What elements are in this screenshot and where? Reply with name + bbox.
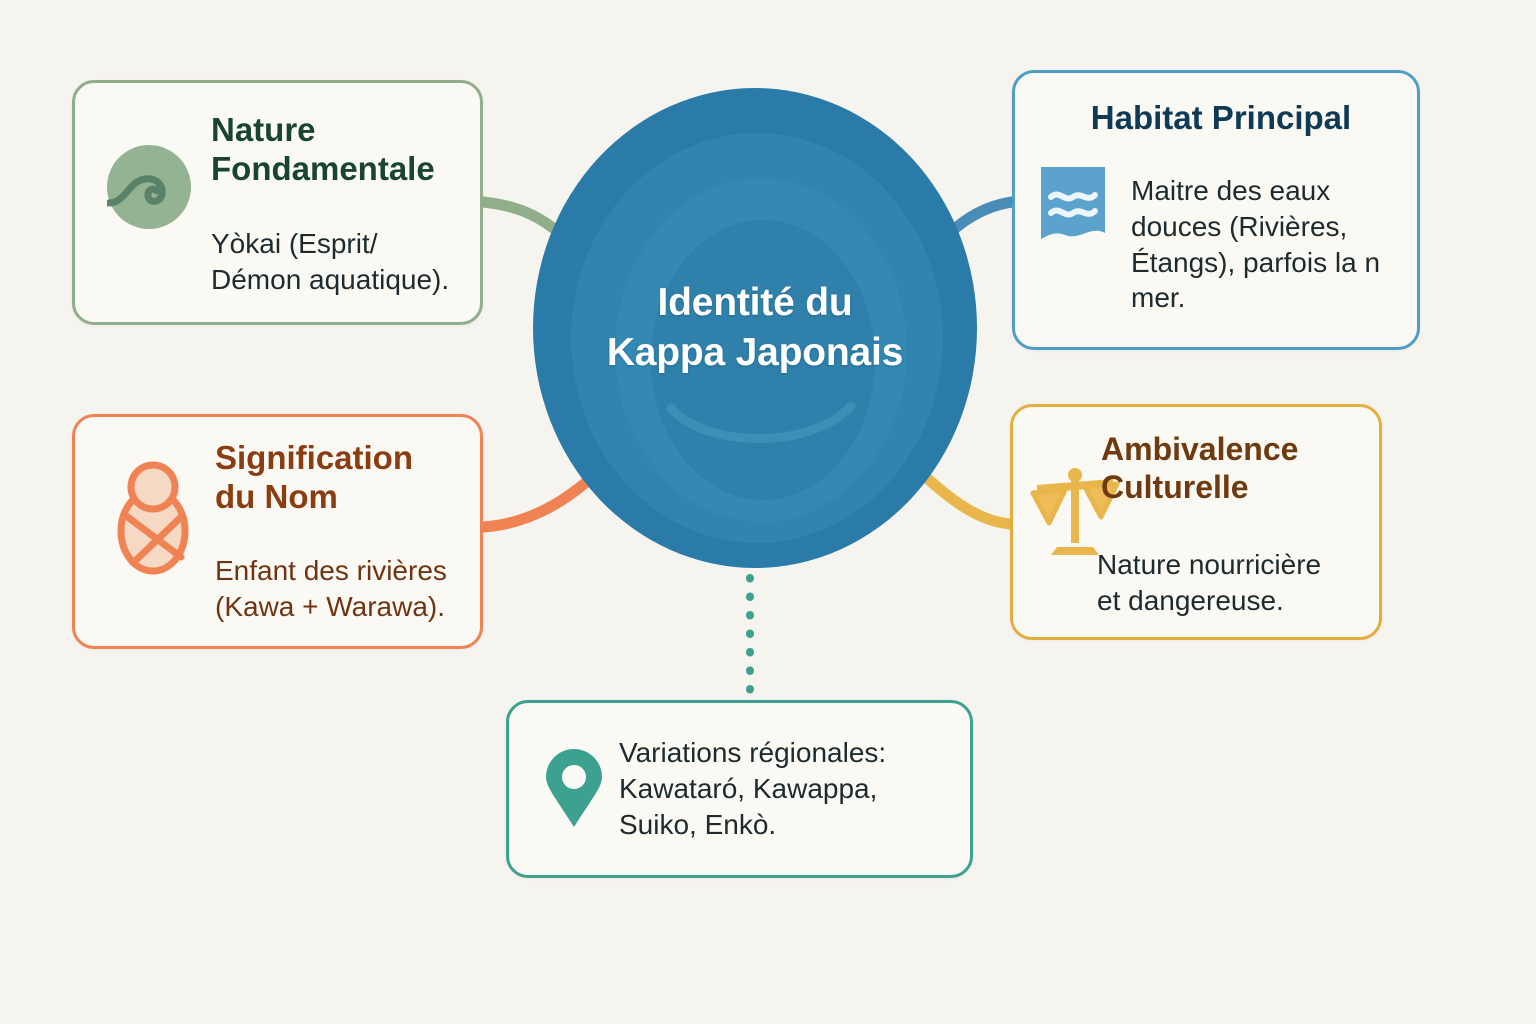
card-nature-title-line-1: Nature	[211, 111, 316, 148]
card-nature-fondamentale[interactable]: Nature Fondamentale Yòkai (Esprit/ Démon…	[72, 80, 483, 325]
card-nom-title-line-2: du Nom	[215, 477, 338, 515]
card-signification-du-nom[interactable]: Signification du Nom Enfant des rivières…	[72, 414, 483, 649]
card-variations-desc-line-1: Variations régionales:	[619, 737, 887, 768]
card-variations-desc-line-3: Suiko, Enkò.	[619, 808, 777, 840]
card-variations-description: Variations régionales: Kawataró, Kawappa…	[619, 735, 955, 842]
card-nature-desc-line-2: Démon aquatique).	[211, 263, 450, 295]
card-variations-desc-line-2: Kawataró, Kawappa,	[619, 772, 878, 804]
card-nom-desc-line-2: (Kawa + Warawa).	[215, 590, 446, 622]
card-ambivalence-title: Ambivalence Culturelle	[1101, 431, 1377, 507]
central-title-line-2: Kappa Japonais	[606, 331, 904, 374]
water-flag-icon	[1033, 161, 1113, 252]
central-node[interactable]: Identité du Kappa Japonais	[533, 88, 977, 568]
card-ambivalence-description: Nature nourricière et dangereuse.	[1097, 547, 1377, 619]
card-habitat-desc-line-3: Étangs), parfois la n	[1131, 246, 1381, 278]
card-habitat-title: Habitat Principal	[1090, 99, 1352, 136]
card-ambivalence-culturelle[interactable]: Ambivalence Culturelle Nature nourricièr…	[1010, 404, 1382, 640]
card-ambivalence-desc-line-1: Nature nourricière	[1097, 549, 1322, 580]
balance-scales-icon	[1029, 459, 1121, 564]
central-title-line-1: Identité du	[657, 281, 853, 325]
swaddled-baby-icon	[115, 459, 191, 580]
card-nature-title-line-2: Fondamentale	[211, 149, 435, 187]
card-habitat-desc-line-1: Maitre des eaux	[1131, 175, 1331, 206]
card-habitat-desc-line-2: douces (Rivières,	[1131, 210, 1348, 242]
wave-circle-icon	[105, 145, 191, 234]
card-habitat-description: Maitre des eaux douces (Rivières, Étangs…	[1131, 173, 1413, 316]
card-ambivalence-desc-line-2: et dangereuse.	[1097, 584, 1284, 616]
map-pin-icon	[545, 749, 603, 834]
card-variations-regionales[interactable]: Variations régionales: Kawataró, Kawappa…	[506, 700, 973, 878]
card-nom-description: Enfant des rivières (Kawa + Warawa).	[215, 553, 483, 625]
card-ambivalence-title-line-2: Culturelle	[1101, 468, 1249, 505]
central-ellipse-shape	[533, 88, 977, 568]
card-nom-title-line-1: Signification	[215, 439, 413, 476]
card-nom-desc-line-1: Enfant des rivières	[215, 555, 447, 586]
card-nature-desc-line-1: Yòkai (Esprit/	[211, 228, 378, 259]
card-habitat-desc-line-4: mer.	[1131, 282, 1186, 314]
card-nom-title: Signification du Nom	[215, 439, 471, 517]
card-nature-title: Nature Fondamentale	[211, 111, 473, 189]
central-node-title: Identité du Kappa Japonais	[533, 88, 977, 568]
card-habitat-principal[interactable]: Habitat Principal Maitre des eaux douces…	[1012, 70, 1420, 350]
card-nature-description: Yòkai (Esprit/ Démon aquatique).	[211, 226, 479, 298]
card-ambivalence-title-line-1: Ambivalence	[1101, 431, 1299, 467]
